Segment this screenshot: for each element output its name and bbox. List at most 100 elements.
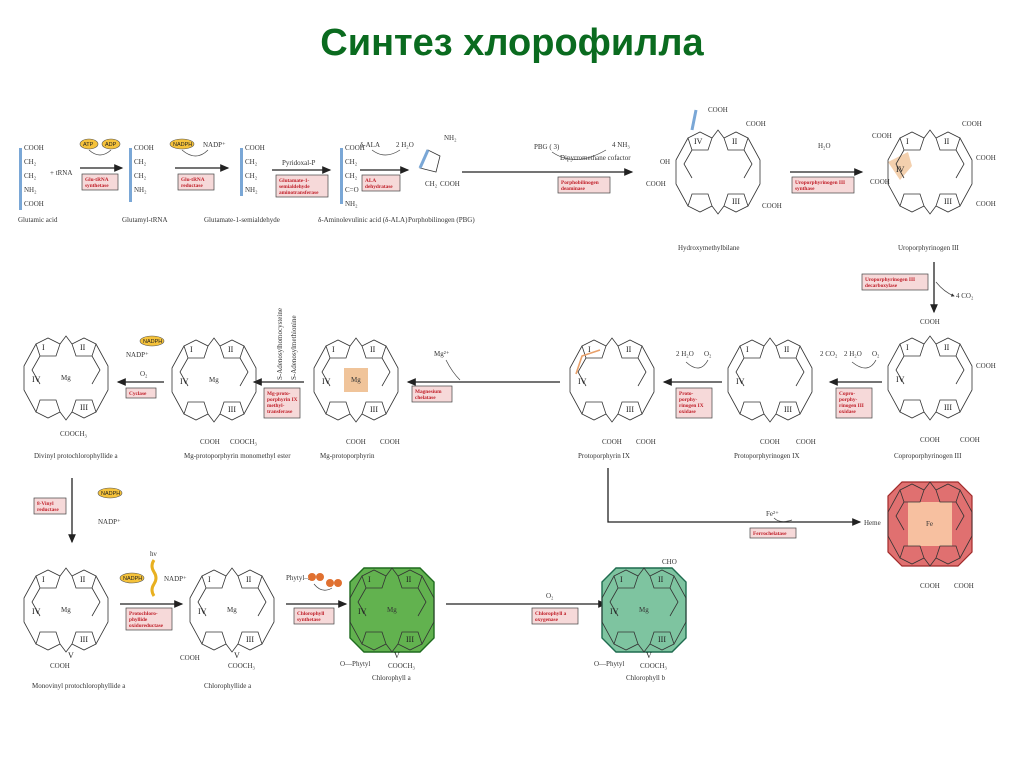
o2-label-3: O₂ — [140, 370, 148, 378]
pp-icon-4 — [334, 579, 342, 587]
label-hmb: Hydroxymethylbilane — [678, 244, 739, 252]
svg-text:COOH: COOH — [180, 654, 200, 662]
svg-text:NADPH: NADPH — [101, 491, 120, 497]
nadp-label-3: NADP⁺ — [98, 518, 121, 526]
svg-text:porphy-: porphy- — [839, 397, 857, 403]
svg-text:I: I — [42, 343, 45, 352]
svg-text:III: III — [406, 635, 414, 644]
enzyme-pbg-deaminase: Porphobilinogen deaminase — [557, 176, 611, 194]
svg-text:V: V — [394, 651, 400, 660]
svg-text:COOH: COOH — [746, 120, 766, 128]
svg-text:Uroporphyrinogen III: Uroporphyrinogen III — [795, 180, 845, 186]
svg-text:COOH: COOH — [962, 120, 982, 128]
svg-text:CH₂: CH₂ — [345, 158, 358, 166]
svg-text:COOH: COOH — [760, 438, 780, 446]
enzyme-chl-synthetase: Chlorophyll synthetase — [293, 607, 335, 625]
light-label: hν — [150, 550, 157, 558]
label-heme: Heme — [864, 519, 881, 527]
svg-text:CH₂: CH₂ — [24, 158, 37, 166]
label-mgproto-me: Mg-protoporphyrin monomethyl ester — [184, 452, 291, 460]
svg-text:II: II — [80, 575, 86, 584]
svg-text:Mg: Mg — [639, 606, 649, 614]
svg-text:oxidase: oxidase — [839, 409, 856, 415]
nadp-label-1: NADP⁺ — [203, 141, 226, 149]
svg-text:Cyclase: Cyclase — [129, 391, 147, 397]
svg-text:CH₂: CH₂ — [24, 172, 37, 180]
svg-text:COOCH₃: COOCH₃ — [388, 662, 416, 670]
nadp-label-4: NADP⁺ — [164, 575, 187, 583]
label-uro3: Uroporphyrinogen III — [898, 244, 960, 252]
nadph-cofactor-4: NADPH — [119, 572, 145, 584]
svg-text:IV: IV — [198, 607, 207, 616]
svg-text:COOH: COOH — [440, 180, 460, 188]
ala-structure: COOH CH₂ CH₂ C=O NH₂ — [340, 144, 365, 208]
svg-text:COOH: COOH — [976, 154, 996, 162]
svg-text:NH₂: NH₂ — [345, 200, 358, 208]
svg-text:aminotransferase: aminotransferase — [279, 190, 319, 196]
divinyl-pchlide-structure: Mg I II III IV COOCH₃ — [23, 335, 109, 438]
svg-text:IV: IV — [694, 137, 703, 146]
sam-label: S-Adenosylmethionine — [290, 315, 298, 380]
svg-text:COOH: COOH — [872, 132, 892, 140]
enzyme-uro-synthase: Uroporphyrinogen III synthase — [791, 176, 855, 194]
svg-text:IV: IV — [32, 607, 41, 616]
svg-text:Mg-proto-: Mg-proto- — [267, 391, 291, 397]
svg-text:II: II — [944, 137, 950, 146]
svg-text:I: I — [368, 575, 371, 584]
svg-text:dehydratase: dehydratase — [365, 184, 393, 190]
svg-text:ADP: ADP — [105, 142, 117, 148]
svg-text:COOCH₃: COOCH₃ — [228, 662, 256, 670]
nadp-label-2: NADP⁺ — [126, 351, 149, 359]
phytyl-label: Phytyl–PP — [286, 574, 316, 582]
enzyme-glu-trna-synthetase: Glu-tRNA synthetase — [81, 173, 119, 191]
svg-text:III: III — [732, 197, 740, 206]
svg-text:COOH: COOH — [602, 438, 622, 446]
svg-text:III: III — [246, 635, 254, 644]
svg-text:I: I — [746, 345, 749, 354]
svg-text:COOH: COOH — [24, 200, 44, 208]
chlorophyll-a-structure: Mg I II III IV V COOCH₃ O—Phytyl — [340, 567, 435, 670]
svg-text:I: I — [208, 575, 211, 584]
fe-label: Fe²⁺ — [766, 510, 779, 518]
svg-text:COOH: COOH — [346, 438, 366, 446]
label-chla: Chlorophyll a — [372, 674, 412, 682]
nadph-cofactor-1: NADPH — [169, 138, 195, 150]
svg-text:NADPH: NADPH — [173, 142, 192, 148]
o2-label-4: O₂ — [546, 592, 554, 600]
svg-text:III: III — [784, 405, 792, 414]
svg-text:CH₂: CH₂ — [425, 180, 438, 188]
svg-text:chelatase: chelatase — [415, 395, 436, 401]
pbg-structure: NH₂ CH₂ COOH — [418, 134, 460, 188]
svg-text:synthetase: synthetase — [297, 617, 321, 623]
svg-text:II: II — [732, 137, 738, 146]
svg-text:CH₂: CH₂ — [245, 172, 258, 180]
svg-text:III: III — [944, 197, 952, 206]
co2-label-2: 2 CO₂ — [820, 350, 838, 358]
svg-text:IV: IV — [180, 377, 189, 386]
svg-text:COOH: COOH — [920, 436, 940, 444]
adp-cofactor: ADP — [101, 138, 121, 150]
svg-text:I: I — [588, 345, 591, 354]
label-ala: δ-Aminolevulinic acid (δ-ALA) — [318, 216, 408, 224]
o2-label-1: O₂ — [872, 350, 880, 358]
dala-label: δ-ALA — [360, 141, 380, 149]
coproporphyrinogen-iii-structure: I II III IV COOH COOH COOH COOH — [887, 318, 996, 444]
svg-text:COOH: COOH — [920, 318, 940, 326]
svg-text:III: III — [944, 403, 952, 412]
enzyme-vinyl-reductase: 8-Vinyl reductase — [33, 497, 67, 515]
svg-text:COOH: COOH — [976, 200, 996, 208]
svg-text:oxygenase: oxygenase — [535, 617, 559, 623]
svg-text:OH: OH — [660, 158, 670, 166]
svg-text:NADPH: NADPH — [143, 339, 162, 345]
hydroxymethylbilane-structure: IV II III OH COOH COOH COOH COOH — [646, 106, 782, 215]
svg-text:8-Vinyl: 8-Vinyl — [37, 501, 54, 507]
svg-text:COOH: COOH — [134, 144, 154, 152]
sah-label: S-Adenosylhomocysteine — [276, 308, 284, 380]
svg-text:COOH: COOH — [796, 438, 816, 446]
svg-text:Mg: Mg — [227, 606, 237, 614]
svg-text:NH₂: NH₂ — [24, 186, 37, 194]
svg-text:CH₂: CH₂ — [134, 158, 147, 166]
svg-text:CHO: CHO — [662, 558, 677, 566]
svg-text:NH₂: NH₂ — [444, 134, 457, 142]
enzyme-chla-oxygenase: Chlorophyll a oxygenase — [531, 607, 579, 625]
